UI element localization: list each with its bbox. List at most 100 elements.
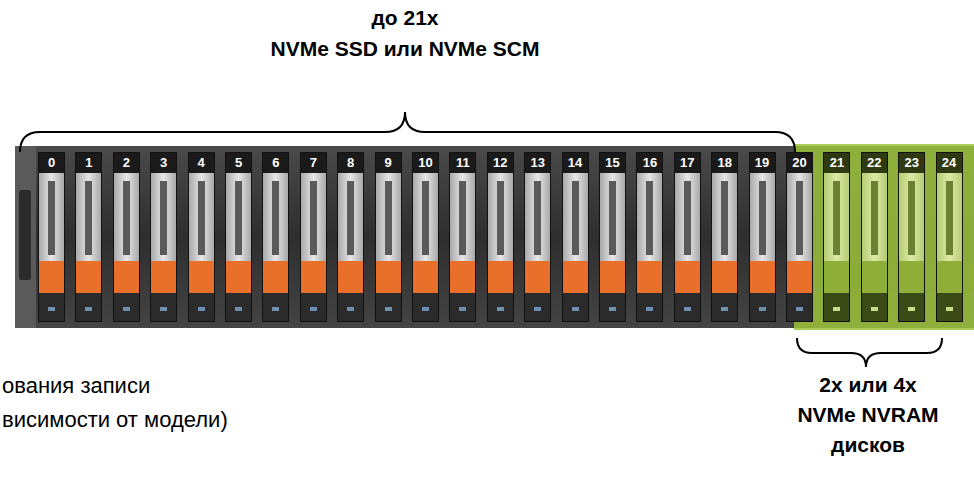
drive-led xyxy=(833,307,840,311)
drive-slot-line xyxy=(310,181,317,255)
slot-number: 8 xyxy=(338,155,363,171)
slot-number: 13 xyxy=(525,155,550,171)
drive-led xyxy=(85,307,92,311)
drive-slot-line xyxy=(497,181,504,255)
slot-number: 5 xyxy=(226,155,251,171)
drive-slot: 14 xyxy=(562,152,589,322)
drive-led xyxy=(48,307,55,311)
drive-slot: 19 xyxy=(749,152,776,322)
slot-number: 11 xyxy=(450,155,475,171)
drive-slot: 4 xyxy=(188,152,215,322)
drive-latch xyxy=(937,261,962,293)
drive-slot-line xyxy=(534,181,541,255)
slot-number: 7 xyxy=(301,155,326,171)
cut-note: ования записи xyxy=(2,372,150,400)
drive-slot-line xyxy=(721,181,728,255)
drive-slot: 13 xyxy=(524,152,551,322)
drive-latch xyxy=(226,261,251,293)
drive-led xyxy=(497,307,504,311)
drive-slot: 10 xyxy=(412,152,439,322)
drive-slot: 11 xyxy=(449,152,476,322)
drive-led xyxy=(422,307,429,311)
drive-led xyxy=(534,307,541,311)
drive-slot-line xyxy=(759,181,766,255)
drive-slot: 24 xyxy=(936,152,963,322)
drive-led xyxy=(459,307,466,311)
drive-slot: 15 xyxy=(599,152,626,322)
drive-slot-line xyxy=(609,181,616,255)
drive-latch xyxy=(862,261,887,293)
drive-latch xyxy=(301,261,326,293)
drive-latch xyxy=(114,261,139,293)
drive-latch xyxy=(824,261,849,293)
drive-slot: 21 xyxy=(823,152,850,322)
drive-latch xyxy=(151,261,176,293)
slot-number: 21 xyxy=(824,155,849,171)
drive-slot-line xyxy=(459,181,466,255)
drive-slot: 2 xyxy=(113,152,140,322)
drive-latch xyxy=(600,261,625,293)
drive-latch xyxy=(787,261,812,293)
slot-number: 18 xyxy=(712,155,737,171)
drive-slot-line xyxy=(347,181,354,255)
slot-number: 19 xyxy=(750,155,775,171)
drive-slot: 8 xyxy=(337,152,364,322)
drive-slot-line xyxy=(572,181,579,255)
drive-led xyxy=(796,307,803,311)
drive-latch xyxy=(76,261,101,293)
drive-slot: 7 xyxy=(300,152,327,322)
drive-led xyxy=(310,307,317,311)
chassis-ear xyxy=(15,146,36,328)
drive-led xyxy=(385,307,392,311)
drive-led xyxy=(272,307,279,311)
drive-slot-line xyxy=(908,181,915,255)
drive-slot-line xyxy=(85,181,92,255)
drive-led xyxy=(235,307,242,311)
drive-led xyxy=(198,307,205,311)
slot-number: 22 xyxy=(862,155,887,171)
slot-number: 0 xyxy=(39,155,64,171)
drive-slot: 5 xyxy=(225,152,252,322)
drive-slot: 12 xyxy=(487,152,514,322)
drive-latch xyxy=(413,261,438,293)
drive-led xyxy=(721,307,728,311)
slot-number: 3 xyxy=(151,155,176,171)
drive-slot: 3 xyxy=(150,152,177,322)
nvram-highlight xyxy=(794,144,974,330)
drive-led xyxy=(759,307,766,311)
drive-slot: 6 xyxy=(262,152,289,322)
slot-number: 9 xyxy=(376,155,401,171)
drive-slot-line xyxy=(871,181,878,255)
drive-slot-line xyxy=(272,181,279,255)
chassis xyxy=(15,146,974,328)
drive-led xyxy=(871,307,878,311)
drive-latch xyxy=(675,261,700,293)
drive-slot: 1 xyxy=(75,152,102,322)
drive-slot: 9 xyxy=(375,152,402,322)
slot-number: 14 xyxy=(563,155,588,171)
drive-slot-line xyxy=(946,181,953,255)
drive-slot-line xyxy=(684,181,691,255)
drive-latch xyxy=(525,261,550,293)
drive-slot-line xyxy=(833,181,840,255)
drive-led xyxy=(908,307,915,311)
slot-number: 6 xyxy=(263,155,288,171)
drive-slot: 20 xyxy=(786,152,813,322)
drive-latch xyxy=(39,261,64,293)
drive-latch xyxy=(376,261,401,293)
drive-latch xyxy=(563,261,588,293)
capacity-label: до 21x NVMe SSD или NVMe SCM xyxy=(270,2,539,64)
slot-number: 24 xyxy=(937,155,962,171)
drive-led xyxy=(609,307,616,311)
drive-slot: 23 xyxy=(898,152,925,322)
drive-slot-line xyxy=(123,181,130,255)
drive-slot-line xyxy=(385,181,392,255)
drive-slot-line xyxy=(235,181,242,255)
slot-number: 15 xyxy=(600,155,625,171)
slot-number: 1 xyxy=(76,155,101,171)
drive-latch xyxy=(338,261,363,293)
drive-led xyxy=(572,307,579,311)
drive-led xyxy=(646,307,653,311)
ear-handle xyxy=(19,190,31,280)
drive-led xyxy=(160,307,167,311)
